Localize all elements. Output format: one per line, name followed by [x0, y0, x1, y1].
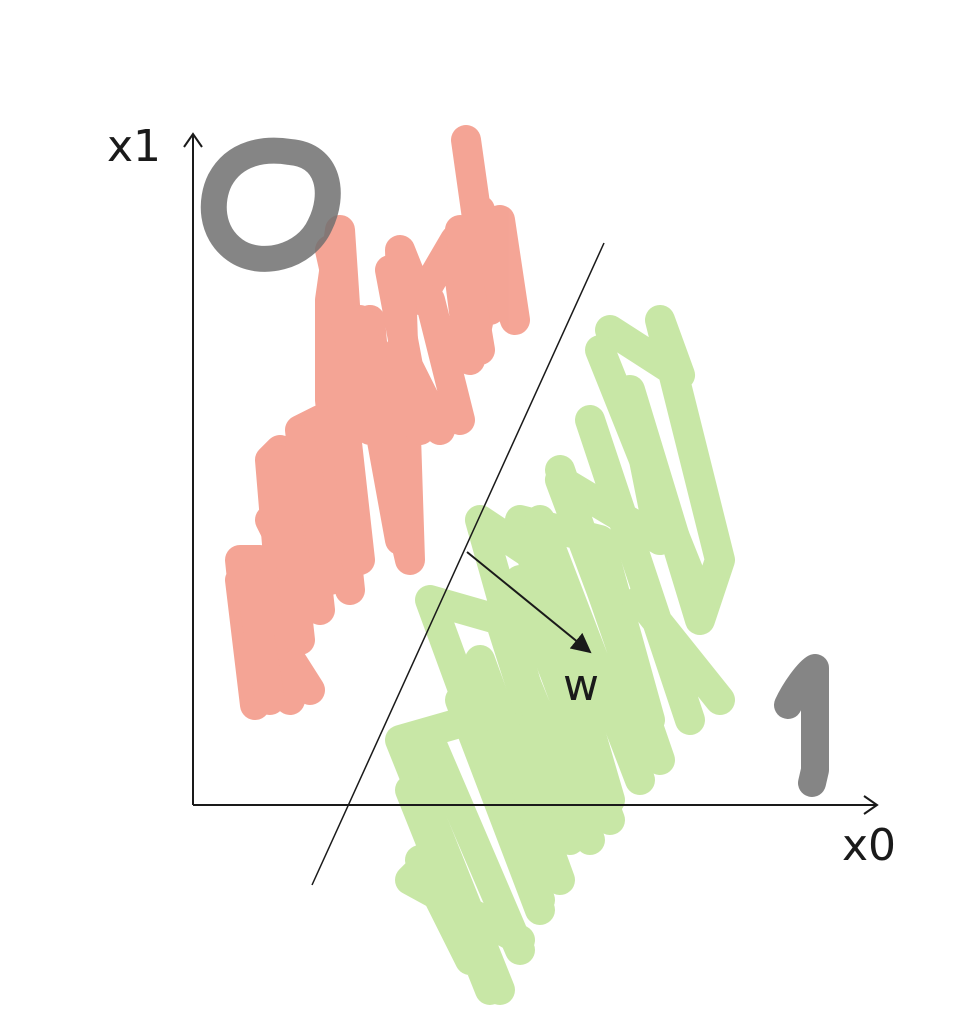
x0-axis-label: x0 [842, 820, 896, 871]
x1-axis-arrowhead [183, 132, 203, 148]
weight-vector-arrow [466, 551, 592, 654]
x1-axis-label: x1 [107, 121, 161, 172]
x0-axis-arrowhead [863, 795, 879, 815]
decision-boundary-line [311, 242, 605, 886]
class-0-marker [200, 137, 341, 272]
class-0-region [225, 125, 530, 720]
weight-vector-label: w [563, 660, 599, 711]
class-1-region [385, 305, 735, 1005]
class-1-marker [774, 654, 829, 797]
